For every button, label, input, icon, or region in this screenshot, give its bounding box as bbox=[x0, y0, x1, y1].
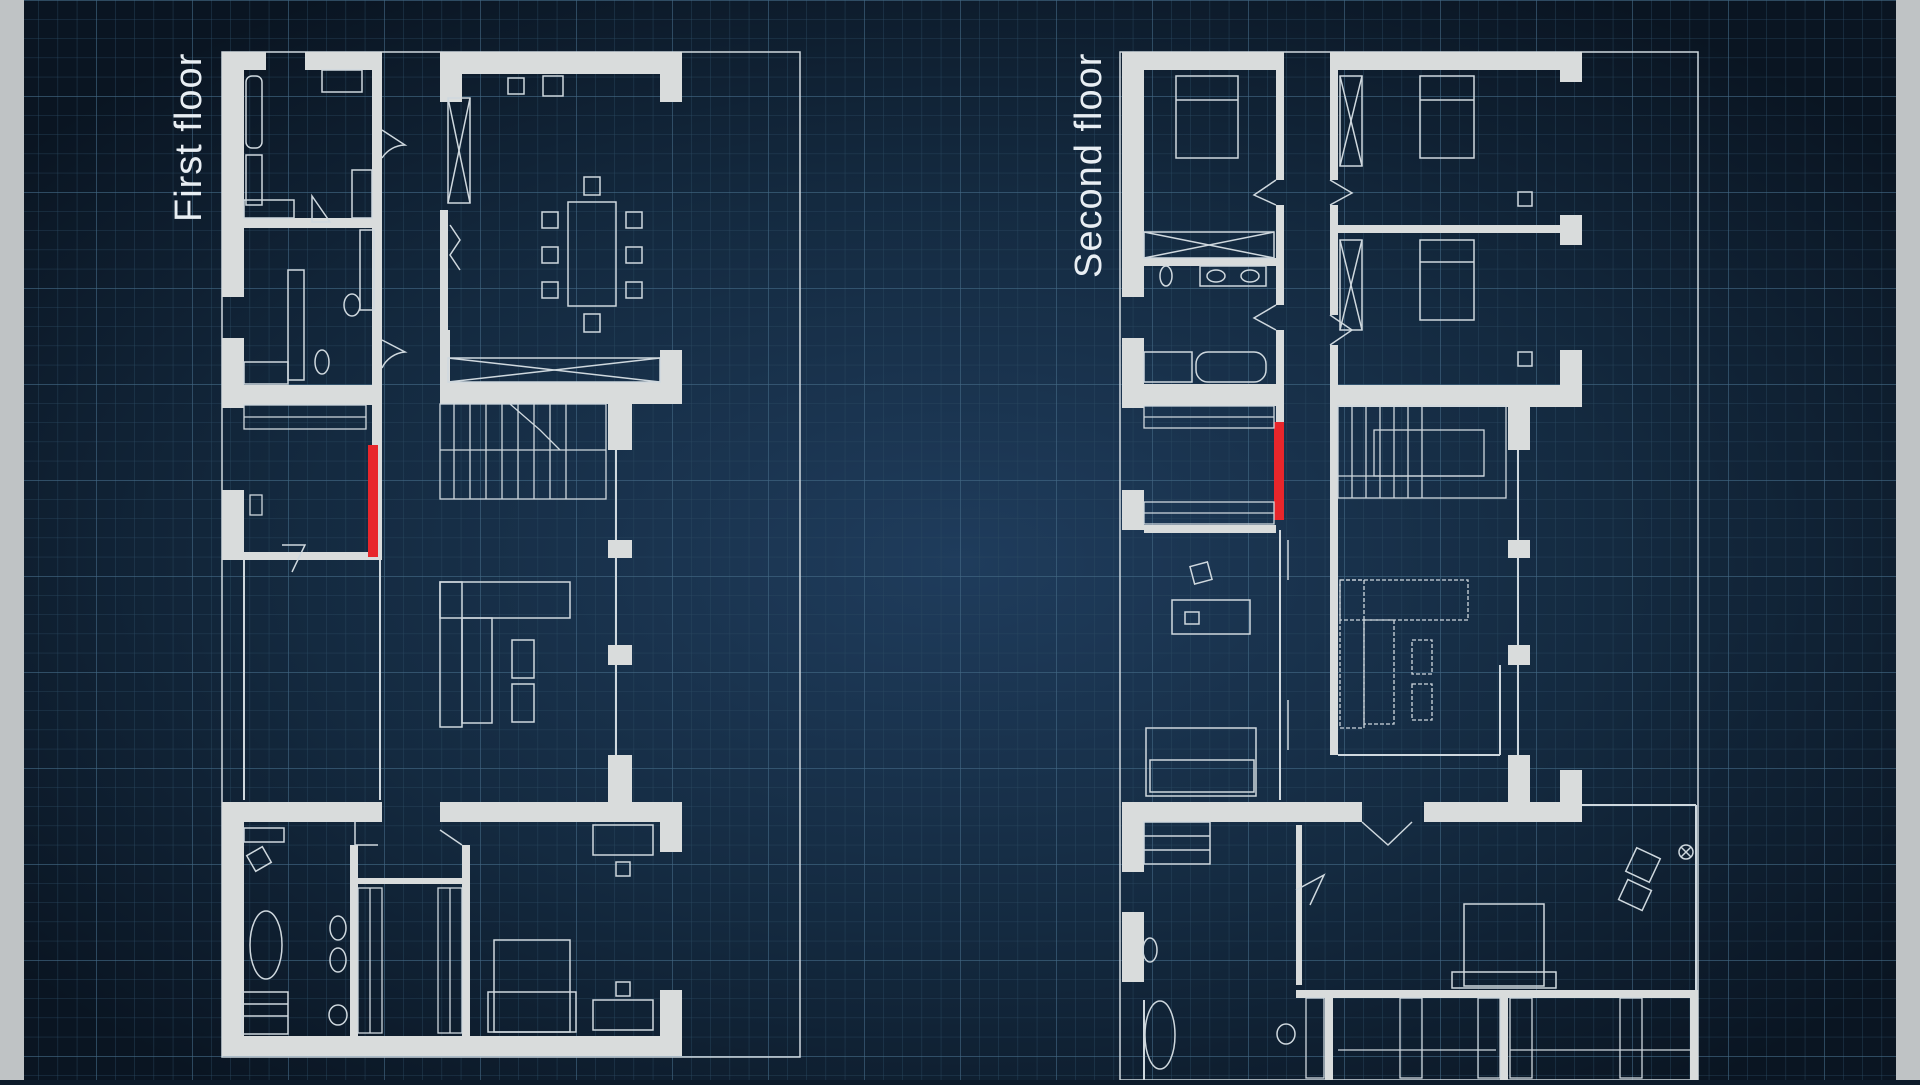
second-floor-bath bbox=[1143, 231, 1275, 383]
chair-icon bbox=[1624, 846, 1662, 884]
sink-icon bbox=[507, 77, 525, 95]
staircase-icon bbox=[1337, 405, 1507, 499]
second-floor-thin-lines bbox=[1143, 450, 1697, 1080]
first-floor-kitchen bbox=[447, 75, 661, 383]
bathtub-icon bbox=[1144, 1000, 1176, 1070]
second-floor-lounge bbox=[1339, 579, 1469, 729]
toilet-icon bbox=[1159, 265, 1173, 287]
chair-icon bbox=[1189, 561, 1213, 585]
bathtub-icon bbox=[249, 910, 283, 980]
stove-icon bbox=[542, 75, 564, 97]
door-swing-icon bbox=[1252, 179, 1413, 906]
bathtub-icon bbox=[245, 75, 263, 149]
frame-left bbox=[0, 0, 24, 1080]
bed-icon bbox=[1463, 903, 1545, 987]
toilet-icon bbox=[328, 1004, 348, 1026]
second-floor-study bbox=[1145, 540, 1289, 797]
frame-right bbox=[1896, 0, 1920, 1080]
bathtub-icon bbox=[1195, 351, 1267, 383]
dining-table-icon bbox=[541, 176, 643, 333]
first-floor-plan bbox=[221, 51, 801, 1058]
first-floor-wardrobe bbox=[243, 404, 367, 516]
second-floor-title: Second floor bbox=[1068, 52, 1110, 278]
bed-icon bbox=[1175, 75, 1239, 159]
first-floor-title: First floor bbox=[168, 52, 210, 222]
first-floor-bath-fixtures bbox=[243, 69, 375, 385]
toilet-icon bbox=[343, 293, 361, 317]
bed-icon bbox=[1419, 75, 1475, 159]
second-floor-plan bbox=[1119, 51, 1699, 1081]
second-floor-highlighted-wall bbox=[1274, 422, 1284, 520]
toilet-icon bbox=[1276, 1023, 1296, 1045]
desk-icon bbox=[592, 824, 654, 856]
staircase-icon bbox=[439, 403, 607, 500]
bed-icon bbox=[1419, 239, 1475, 321]
wardrobe-icon bbox=[1143, 405, 1275, 525]
sofa-icon bbox=[1145, 727, 1257, 797]
first-floor-bedroom bbox=[487, 824, 654, 1033]
door-swing-icon bbox=[282, 129, 463, 846]
second-floor-bedrooms bbox=[1175, 75, 1533, 367]
first-floor-thin-lines bbox=[243, 450, 617, 800]
second-floor-closets bbox=[1305, 997, 1690, 1079]
desk-icon bbox=[1171, 599, 1251, 635]
second-floor-master-suite bbox=[1142, 821, 1694, 1070]
first-floor-highlighted-wall bbox=[368, 445, 378, 557]
sofa-icon bbox=[439, 581, 571, 728]
first-floor-master-bath bbox=[241, 827, 348, 1035]
chair-icon bbox=[1517, 191, 1533, 207]
second-floor-walls bbox=[1122, 52, 1698, 1080]
chair-icon bbox=[615, 861, 631, 877]
wardrobe-icon bbox=[357, 887, 463, 1034]
